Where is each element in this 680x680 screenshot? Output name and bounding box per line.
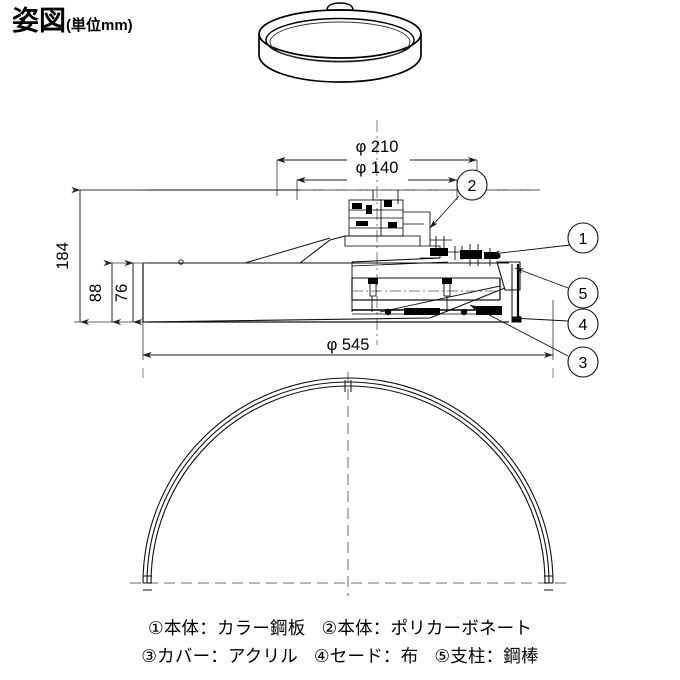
legend: ①本体：カラー鋼板 ②本体：ポリカーボネート ③カバー：アクリル ④セード：布 ⑤支柱…	[0, 614, 680, 670]
callout-1[interactable]: 1	[567, 222, 599, 254]
dimension-184-label: 184	[54, 242, 72, 270]
dimension-184: 184	[54, 186, 148, 326]
callout-3[interactable]: 3	[567, 346, 599, 378]
callout-4[interactable]: 4	[567, 308, 599, 340]
callout-3-label: 3	[579, 355, 588, 372]
legend-item-4: ④セード：布	[313, 646, 419, 666]
callout-2[interactable]: 2	[456, 169, 488, 201]
dimension-76: 76	[113, 259, 143, 326]
dimension-76-label: 76	[113, 284, 131, 302]
callout-2-label: 2	[468, 178, 477, 195]
callout-leader-lines	[429, 195, 571, 357]
callout-1-label: 1	[579, 231, 588, 248]
callout-4-label: 4	[579, 317, 588, 334]
canopy-mechanical-detail	[178, 190, 502, 316]
legend-line-2: ③カバー：アクリル ④セード：布 ⑤支柱：鋼棒	[0, 642, 680, 670]
callout-5[interactable]: 5	[567, 277, 599, 309]
page-title: 姿図(単位mm)	[12, 8, 133, 35]
legend-item-5: ⑤支柱：鋼棒	[434, 646, 539, 666]
dimension-phi545: φ 545	[142, 300, 554, 360]
top-perspective-view	[258, 2, 422, 83]
title-unit-text: (単位mm)	[66, 17, 133, 34]
legend-item-1: ①本体：カラー鋼板	[147, 618, 306, 638]
legend-item-3: ③カバー：アクリル	[141, 646, 298, 666]
dimension-88-label: 88	[87, 284, 105, 302]
dimension-phi545-label: φ 545	[327, 336, 370, 354]
title-main-text: 姿図	[12, 6, 66, 36]
dimension-phi140-label: φ 140	[356, 159, 399, 177]
legend-item-2: ②本体：ポリカーボネート	[321, 618, 533, 638]
legend-line-1: ①本体：カラー鋼板 ②本体：ポリカーボネート	[0, 614, 680, 642]
section-center-lines	[376, 120, 378, 345]
callout-5-label: 5	[579, 286, 588, 303]
bottom-arc-view	[130, 368, 566, 596]
dimension-phi210-label: φ 210	[356, 138, 399, 156]
